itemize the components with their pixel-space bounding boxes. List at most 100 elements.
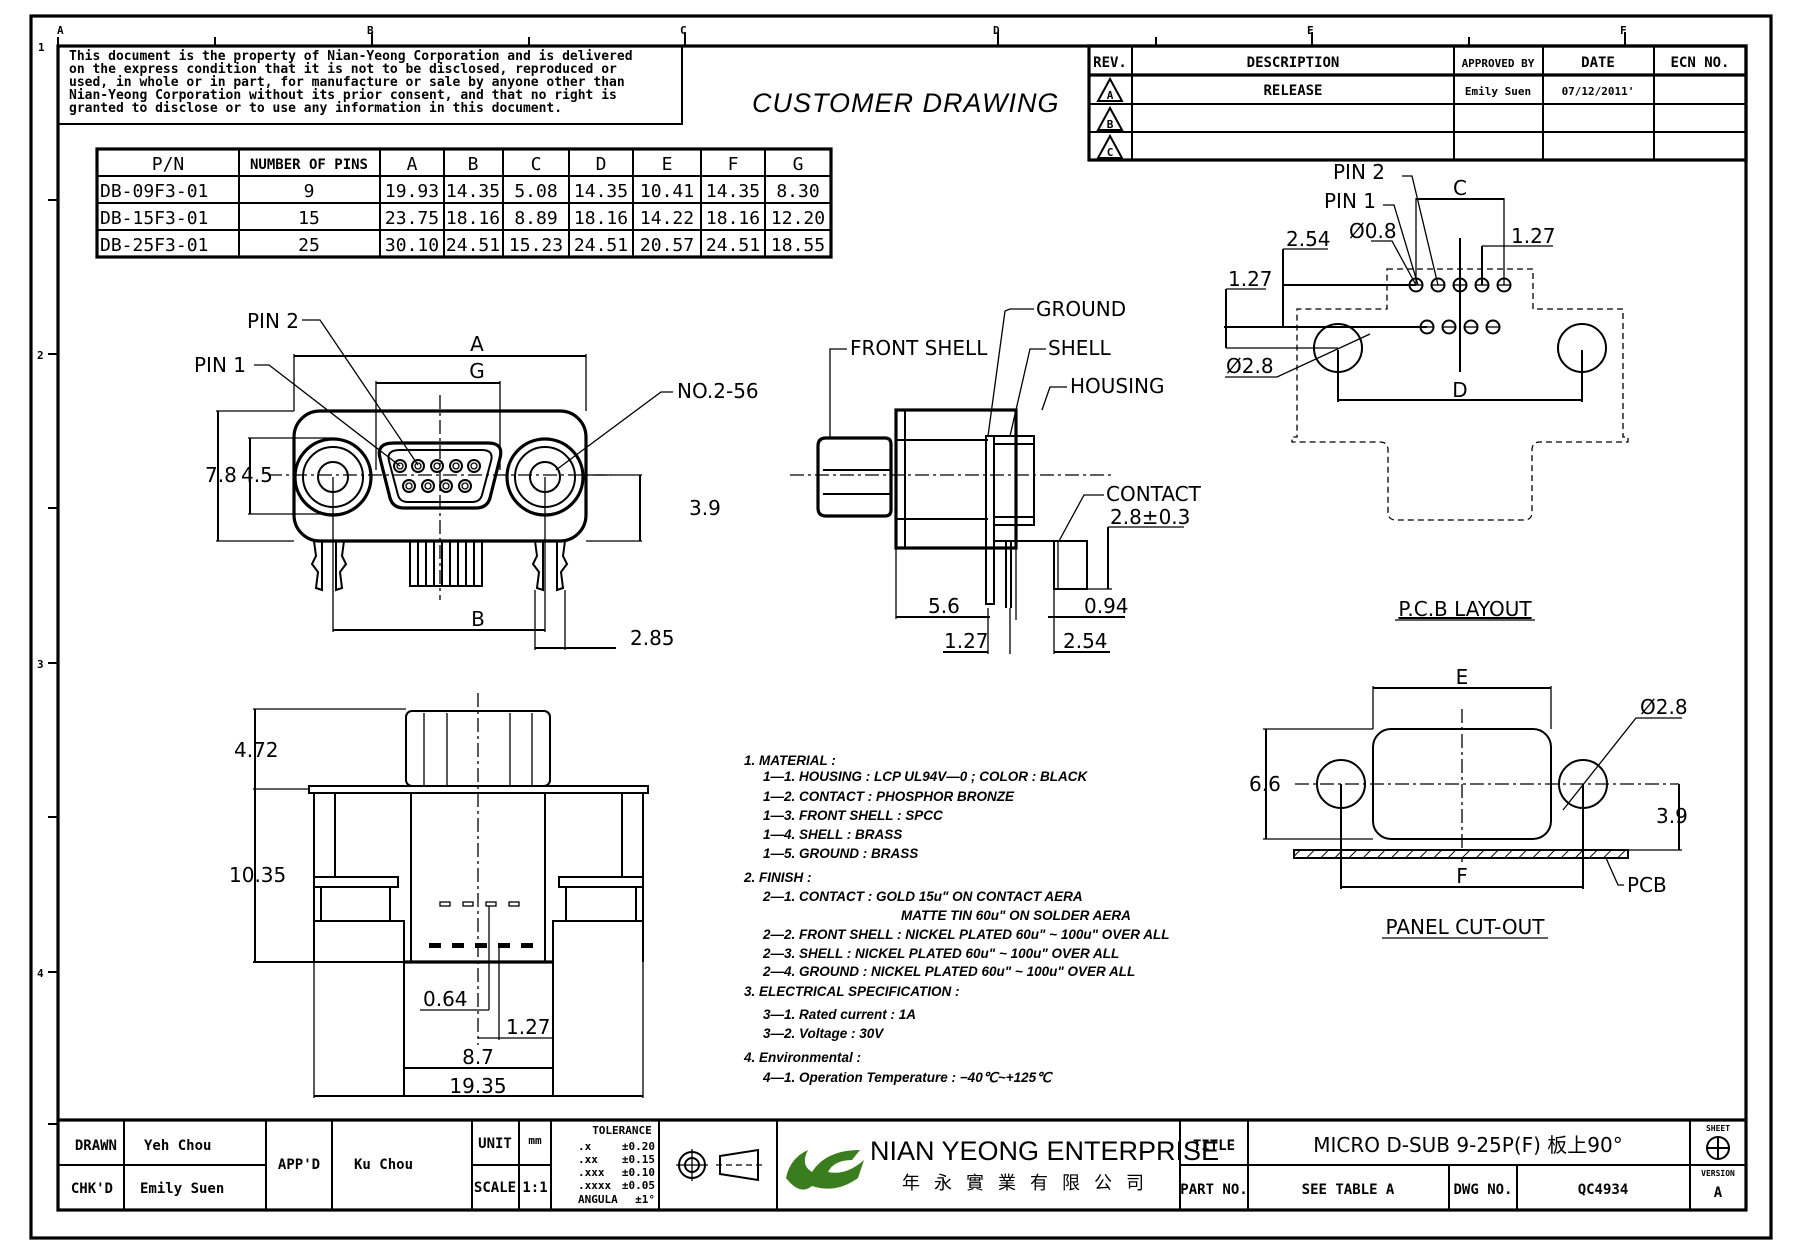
dim-2-54-label: 2.54 bbox=[1063, 629, 1108, 653]
svg-text:4. Environmental :: 4. Environmental : bbox=[743, 1050, 861, 1065]
shell-label: SHELL bbox=[1048, 336, 1112, 360]
date-header: DATE bbox=[1581, 55, 1615, 71]
dim-2-54-label: 2.54 bbox=[1286, 227, 1331, 251]
svg-text:A: A bbox=[407, 154, 418, 175]
checked-value: Emily Suen bbox=[140, 1181, 224, 1197]
svg-text:B: B bbox=[468, 154, 479, 175]
svg-text:10.41: 10.41 bbox=[640, 181, 694, 202]
svg-text:MATTE TIN 60u" ON SOLDER: MATTE TIN 60u" ON SOLDER AERA bbox=[901, 908, 1131, 923]
frame-col-c: C bbox=[680, 24, 687, 37]
title-block: DRAWN Yeh Chou CHK'D Emily Suen APP'D Ku… bbox=[58, 1118, 1746, 1210]
bottom-view: 4.72 10.35 0.64 1.27 8.7 19.35 bbox=[229, 693, 649, 1098]
customer-drawing-heading: CUSTOMER DRAWING bbox=[752, 88, 1060, 118]
screw-callout-label: NO.2-56 bbox=[677, 379, 759, 403]
svg-text:DB-15F3-01: DB-15F3-01 bbox=[100, 208, 208, 229]
proprietary-notice: This document is the property of Nian-Ye… bbox=[69, 49, 633, 116]
dim-0-94-label: 0.94 bbox=[1084, 594, 1129, 618]
cutout-hole-label: Ø2.8 bbox=[1640, 695, 1688, 719]
dim-4-72-label: 4.72 bbox=[234, 738, 279, 762]
svg-text:15.23: 15.23 bbox=[509, 235, 563, 256]
pcb-pin-2-label: PIN 2 bbox=[1333, 160, 1385, 184]
housing-label: HOUSING bbox=[1070, 374, 1164, 398]
svg-text:19.93: 19.93 bbox=[385, 181, 439, 202]
pcb-label: PCB bbox=[1627, 873, 1667, 897]
svg-text:18.16: 18.16 bbox=[446, 208, 500, 229]
contact-length-label: 2.8±0.3 bbox=[1110, 505, 1190, 529]
company-name-cn: 年永實業有限公司 bbox=[902, 1173, 1158, 1194]
drawn-value: Yeh Chou bbox=[144, 1138, 211, 1154]
svg-text:±1°: ±1° bbox=[635, 1193, 655, 1206]
dim-6-6-label: 6.6 bbox=[1249, 772, 1281, 796]
svg-text:C: C bbox=[531, 154, 542, 175]
svg-text:3—1. Rated current : 1A: 3—1. Rated current : 1A bbox=[763, 1007, 916, 1022]
svg-text:1—3. FRONT SHELL : SPCC: 1—3. FRONT SHELL : SPCC bbox=[763, 808, 943, 823]
dim-e-label: E bbox=[1456, 665, 1469, 689]
dim-10-35-label: 10.35 bbox=[229, 863, 286, 887]
checked-label: CHK'D bbox=[71, 1181, 113, 1197]
svg-text:.xxx: .xxx bbox=[578, 1166, 605, 1179]
version-label: VERSION bbox=[1701, 1169, 1735, 1178]
outer-frame bbox=[29, 14, 1773, 1240]
svg-text:±0.20: ±0.20 bbox=[622, 1140, 655, 1153]
svg-text:2—4. GROUND : NICKEL PLATE: 2—4. GROUND : NICKEL PLATED 60u" ~ 100u"… bbox=[762, 964, 1135, 979]
dimension-table-header: P/N NUMBER OF PINS A B C D E F G bbox=[152, 154, 804, 175]
table-row: DB-09F3-01 9 19.93 14.35 5.08 14.35 10.4… bbox=[100, 181, 820, 202]
svg-text:Nian-Yeong Corporation without: Nian-Yeong Corporation without its prior… bbox=[69, 88, 617, 103]
svg-text:1—2. CONTACT : PHOSPHOR BR: 1—2. CONTACT : PHOSPHOR BRONZE bbox=[763, 789, 1015, 804]
svg-text:DB-25F3-01: DB-25F3-01 bbox=[100, 235, 208, 256]
revision-row: C bbox=[1096, 133, 1124, 159]
solder-tails bbox=[409, 540, 483, 587]
svg-text:14.35: 14.35 bbox=[706, 181, 760, 202]
dwg-no-label: DWG NO. bbox=[1453, 1182, 1512, 1198]
dim-4-5-label: 4.5 bbox=[241, 463, 273, 487]
contact-label: CONTACT bbox=[1106, 482, 1202, 506]
frame-row-3: 3 bbox=[37, 658, 44, 671]
approved-value: Ku Chou bbox=[354, 1157, 413, 1173]
revision-row: A RELEASE Emily Suen 07/12/2011' bbox=[1096, 76, 1634, 102]
svg-text:RELEASE: RELEASE bbox=[1263, 83, 1322, 99]
svg-text:TOLERANCE: TOLERANCE bbox=[592, 1124, 652, 1137]
svg-text:1—5. GROUND : BRASS: 1—5. GROUND : BRASS bbox=[763, 846, 918, 861]
contact-tail bbox=[1053, 540, 1088, 590]
svg-text:25: 25 bbox=[298, 235, 320, 256]
pcb-pin-1-label: PIN 1 bbox=[1324, 189, 1376, 213]
housing-outline bbox=[894, 408, 1018, 550]
svg-text:8.30: 8.30 bbox=[776, 181, 819, 202]
svg-text:A: A bbox=[1107, 89, 1114, 102]
dim-g-label: G bbox=[469, 359, 485, 383]
pin-2-label: PIN 2 bbox=[247, 309, 299, 333]
svg-text:This document is the property: This document is the property of Nian-Ye… bbox=[69, 49, 633, 64]
svg-text:1—1. HOUSING : LCP UL94V—0: 1—1. HOUSING : LCP UL94V—0 ; COLOR : BLA… bbox=[763, 769, 1089, 784]
dim-a-label: A bbox=[470, 332, 484, 356]
svg-text:2—1. CONTACT : GOLD 15u": 2—1. CONTACT : GOLD 15u" ON CONTACT AERA bbox=[762, 889, 1083, 904]
dim-7-8-label: 7.8 bbox=[205, 463, 237, 487]
dimension-table: P/N NUMBER OF PINS A B C D E F G DB-09F3… bbox=[95, 147, 833, 259]
frame-col-a: A bbox=[57, 24, 64, 37]
contact-tail-marks bbox=[429, 901, 533, 948]
dwg-no-value: QC4934 bbox=[1578, 1182, 1629, 1198]
dim-3-9-label: 3.9 bbox=[689, 496, 721, 520]
dim-1-27-label: 1.27 bbox=[506, 1015, 551, 1039]
svg-text:15: 15 bbox=[298, 208, 320, 229]
version-value: A bbox=[1714, 1185, 1723, 1201]
description-header: DESCRIPTION bbox=[1247, 55, 1340, 71]
sheet-label: SHEET bbox=[1706, 1124, 1730, 1133]
dim-1-27-top-label: 1.27 bbox=[1511, 224, 1556, 248]
revision-row: B bbox=[1096, 105, 1124, 131]
svg-text:1—4. SHELL : BRASS: 1—4. SHELL : BRASS bbox=[763, 827, 902, 842]
dim-19-35-label: 19.35 bbox=[449, 1074, 506, 1098]
unit-label: UNIT bbox=[478, 1136, 512, 1152]
svg-text:.xxxx: .xxxx bbox=[578, 1179, 611, 1192]
svg-text:14.22: 14.22 bbox=[640, 208, 694, 229]
pcb-layout-title: P.C.B LAYOUT bbox=[1398, 597, 1532, 621]
dim-f-label: F bbox=[1456, 864, 1468, 888]
svg-text:C: C bbox=[1107, 146, 1114, 159]
frame-col-b: B bbox=[367, 24, 374, 37]
svg-text:14.35: 14.35 bbox=[446, 181, 500, 202]
svg-text:.x: .x bbox=[578, 1140, 592, 1153]
svg-text:D: D bbox=[596, 154, 607, 175]
svg-text:.xx: .xx bbox=[578, 1153, 598, 1166]
dim-1-27-left-label: 1.27 bbox=[1228, 267, 1273, 291]
svg-text:2—3. SHELL : NICKEL PLATED: 2—3. SHELL : NICKEL PLATED 60u" ~ 100u" … bbox=[762, 946, 1119, 961]
